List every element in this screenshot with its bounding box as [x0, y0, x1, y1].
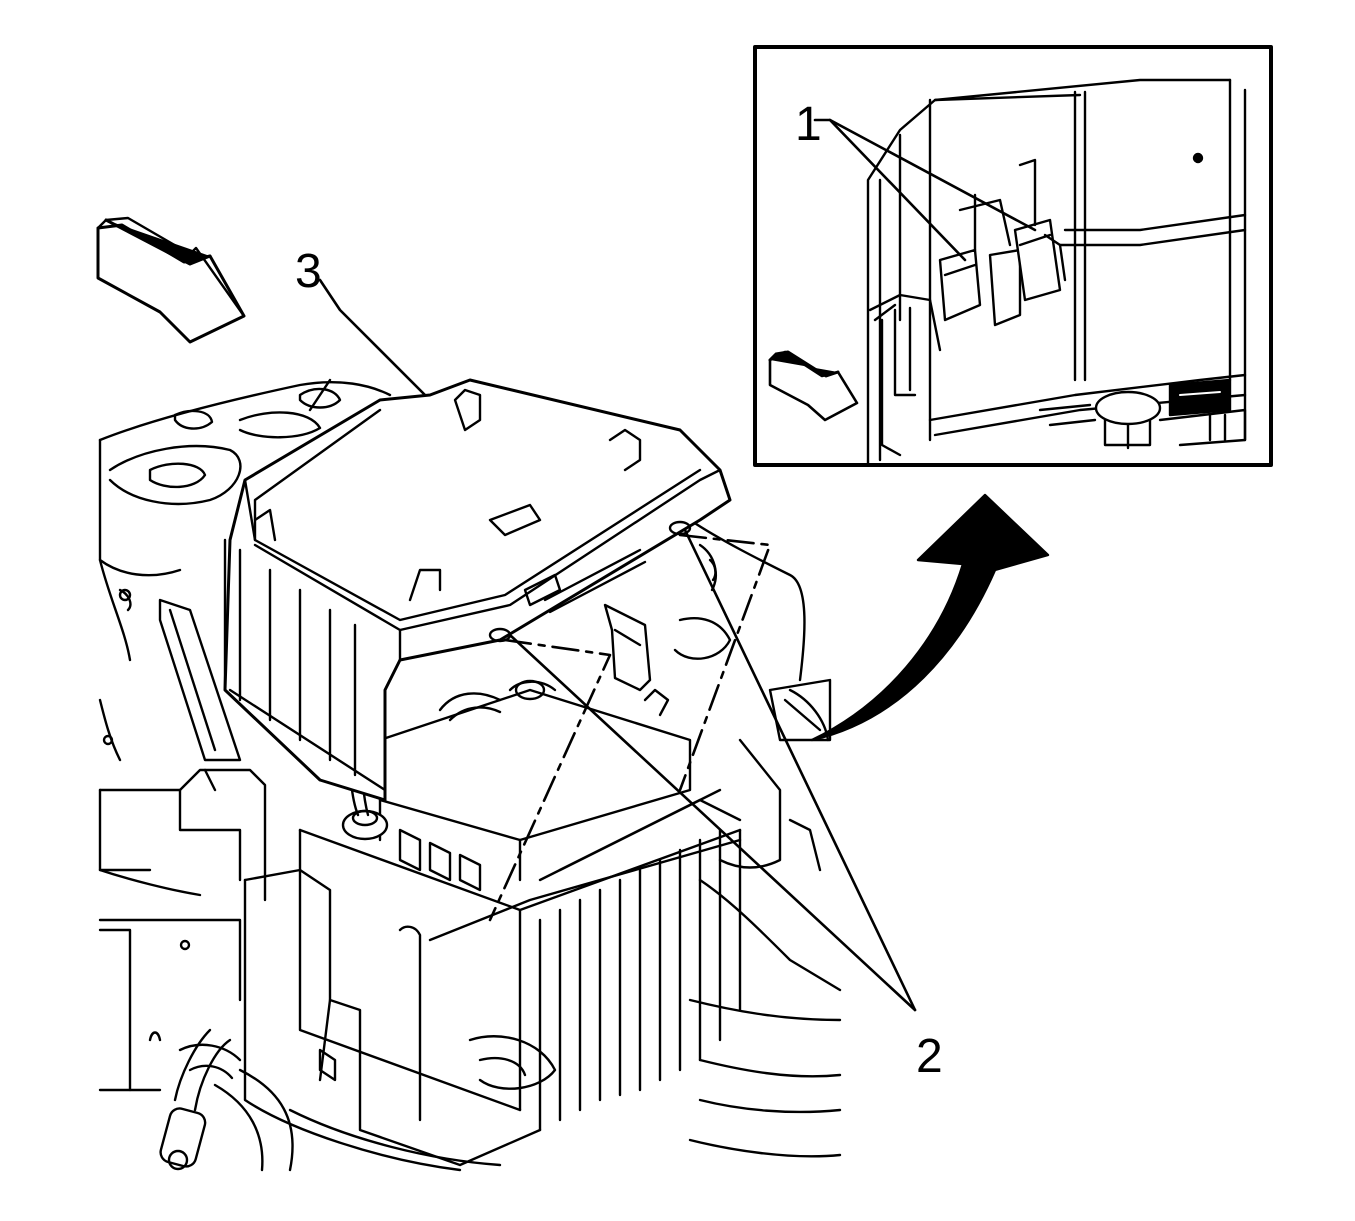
battery: [298, 679, 742, 1112]
callout-3: 3: [295, 245, 322, 298]
leader-lines: [318, 278, 917, 1012]
battery-tray: [243, 788, 742, 1172]
direction-arrow-icon: [96, 216, 246, 344]
callout-1: 1: [795, 98, 822, 151]
battery-cover: [223, 378, 732, 802]
callout-2: 2: [916, 1030, 943, 1083]
removal-arrow-icon: [810, 493, 1050, 742]
cover-clips: [488, 520, 692, 717]
engine-bay-right: [673, 518, 842, 1158]
engine-bay-left: [98, 378, 392, 1172]
inset-detail: [753, 45, 1273, 467]
